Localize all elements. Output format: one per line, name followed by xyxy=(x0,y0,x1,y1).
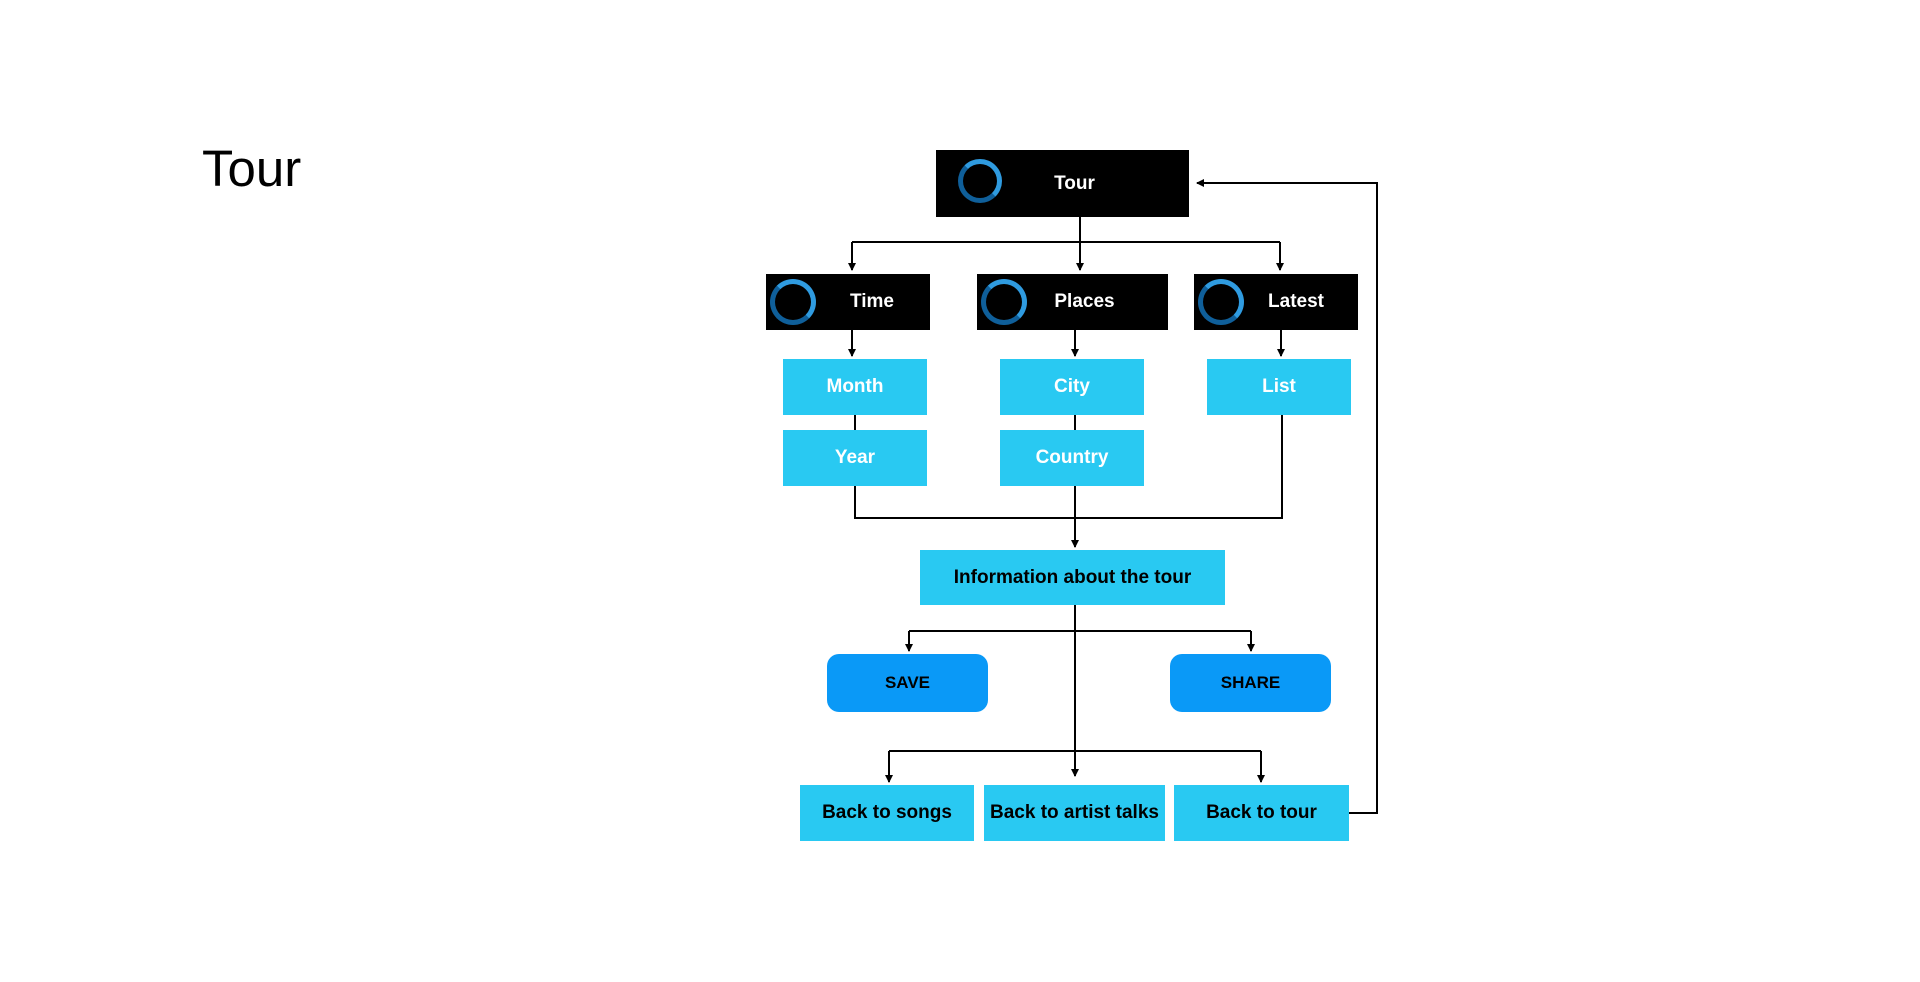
connector-loop-to-tour xyxy=(1196,179,1378,814)
node-year: Year xyxy=(783,430,927,486)
node-list: List xyxy=(1207,359,1351,415)
back-to-tour-button[interactable]: Back to tour xyxy=(1174,785,1349,841)
node-information: Information about the tour xyxy=(920,550,1225,605)
progress-ring-icon xyxy=(1198,279,1244,325)
node-places: Places xyxy=(977,274,1168,330)
node-tour-label: Tour xyxy=(1054,172,1095,194)
save-button[interactable]: SAVE xyxy=(827,654,988,712)
node-time-label: Time xyxy=(849,291,894,312)
node-places-label: Places xyxy=(1054,291,1115,312)
progress-ring-icon xyxy=(770,279,816,325)
back-to-artist-talks-button[interactable]: Back to artist talks xyxy=(984,785,1165,841)
node-time: Time xyxy=(766,274,930,330)
connector-merge xyxy=(854,415,1283,519)
node-tour: Tour xyxy=(936,150,1189,217)
node-month: Month xyxy=(783,359,927,415)
node-latest: Latest xyxy=(1194,274,1358,330)
progress-ring-icon xyxy=(958,159,1002,203)
node-country: Country xyxy=(1000,430,1144,486)
node-latest-label: Latest xyxy=(1268,291,1324,312)
page-title: Tour xyxy=(202,140,302,197)
share-button[interactable]: SHARE xyxy=(1170,654,1331,712)
back-to-songs-button[interactable]: Back to songs xyxy=(800,785,974,841)
progress-ring-icon xyxy=(981,279,1027,325)
node-city: City xyxy=(1000,359,1144,415)
